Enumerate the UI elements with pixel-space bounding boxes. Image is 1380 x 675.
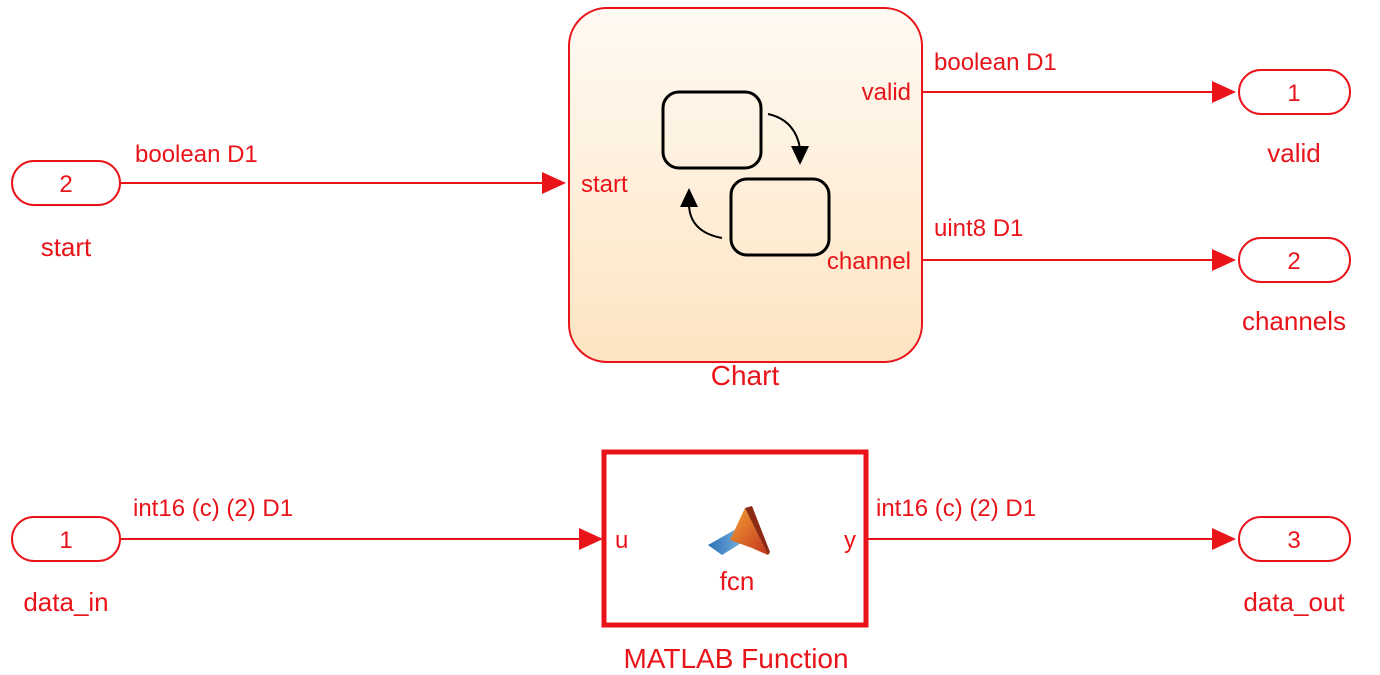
inport-data-in[interactable]: 1 bbox=[11, 516, 121, 562]
chart-block[interactable] bbox=[568, 7, 923, 363]
chart-port-channel: channel bbox=[827, 248, 911, 275]
matlab-port-y: y bbox=[844, 527, 856, 554]
inport-start-label: start bbox=[41, 232, 92, 262]
inport-start[interactable]: 2 bbox=[11, 160, 121, 206]
inport-data-in-label: data_in bbox=[23, 587, 108, 617]
inport-data-in-number: 1 bbox=[59, 527, 72, 554]
signal-label-data-in: int16 (c) (2) D1 bbox=[133, 495, 293, 522]
matlab-function-name: fcn bbox=[720, 566, 755, 596]
chart-port-valid: valid bbox=[862, 79, 911, 106]
outport-data-out[interactable]: 3 bbox=[1238, 516, 1351, 562]
outport-data-out-label: data_out bbox=[1243, 587, 1345, 617]
outport-valid-number: 1 bbox=[1287, 80, 1300, 107]
stateflow-chart-icon bbox=[661, 90, 831, 257]
signal-label-start: boolean D1 bbox=[135, 141, 258, 168]
matlab-port-u: u bbox=[615, 527, 628, 554]
inport-start-number: 2 bbox=[59, 171, 72, 198]
signal-label-channel: uint8 D1 bbox=[934, 215, 1023, 242]
signal-line-valid[interactable] bbox=[922, 81, 1236, 103]
outport-valid[interactable]: 1 bbox=[1238, 69, 1351, 115]
outport-valid-label: valid bbox=[1267, 138, 1320, 168]
signal-line-data-out[interactable] bbox=[868, 528, 1236, 550]
matlab-block-name: MATLAB Function bbox=[623, 643, 848, 674]
outport-data-out-number: 3 bbox=[1287, 527, 1300, 554]
chart-block-name: Chart bbox=[711, 360, 780, 391]
signal-line-start[interactable] bbox=[120, 172, 566, 194]
matlab-logo-icon bbox=[708, 506, 770, 555]
outport-channels-label: channels bbox=[1242, 306, 1346, 336]
signal-label-data-out: int16 (c) (2) D1 bbox=[876, 495, 1036, 522]
signal-line-data-in[interactable] bbox=[120, 528, 603, 550]
signal-label-valid: boolean D1 bbox=[934, 49, 1057, 76]
signal-line-channel[interactable] bbox=[922, 249, 1236, 271]
chart-port-start: start bbox=[581, 171, 628, 198]
outport-channels-number: 2 bbox=[1287, 248, 1300, 275]
outport-channels[interactable]: 2 bbox=[1238, 237, 1351, 283]
